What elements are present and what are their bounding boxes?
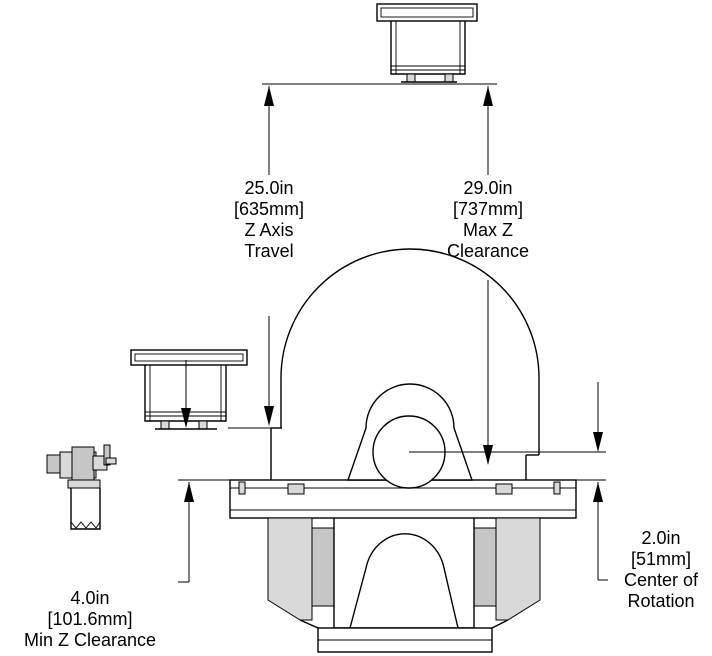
spindle-head-lower	[130, 349, 248, 430]
z-axis-travel-label: 25.0in [635mm] Z Axis Travel	[211, 178, 327, 262]
min-z-clearance-imperial: 4.0in	[70, 588, 110, 608]
z-axis-travel-dimension-line	[264, 86, 274, 426]
min-z-clearance-label: 4.0in [101.6mm] Min Z Clearance	[8, 588, 172, 651]
center-of-rotation-dimension	[409, 382, 608, 581]
max-z-clearance-caption-2: Clearance	[446, 241, 530, 261]
trunnion-table	[229, 248, 577, 653]
min-z-clearance-dimension-line	[178, 482, 194, 583]
max-z-clearance-dimension-line	[483, 86, 493, 465]
center-of-rotation-caption-1: Center of	[623, 570, 699, 590]
tool-probe-illustration	[46, 444, 117, 530]
max-z-clearance-imperial: 29.0in	[463, 178, 513, 198]
center-of-rotation-metric: [51mm]	[630, 549, 691, 569]
z-axis-travel-caption-1: Z Axis	[244, 220, 294, 240]
max-z-clearance-caption-1: Max Z	[462, 220, 513, 240]
spindle-head-top	[376, 3, 478, 83]
min-z-clearance-caption: Min Z Clearance	[23, 630, 157, 650]
z-axis-travel-caption-2: Travel	[244, 241, 294, 261]
center-of-rotation-imperial: 2.0in	[641, 528, 681, 548]
max-z-clearance-label: 29.0in [737mm] Max Z Clearance	[430, 178, 546, 262]
z-axis-travel-imperial: 25.0in	[244, 178, 294, 198]
center-of-rotation-label: 2.0in [51mm] Center of Rotation	[614, 528, 708, 612]
center-of-rotation-caption-2: Rotation	[627, 591, 695, 611]
min-z-clearance-metric: [101.6mm]	[47, 609, 133, 629]
max-z-clearance-metric: [737mm]	[452, 199, 524, 219]
z-axis-travel-metric: [635mm]	[233, 199, 305, 219]
